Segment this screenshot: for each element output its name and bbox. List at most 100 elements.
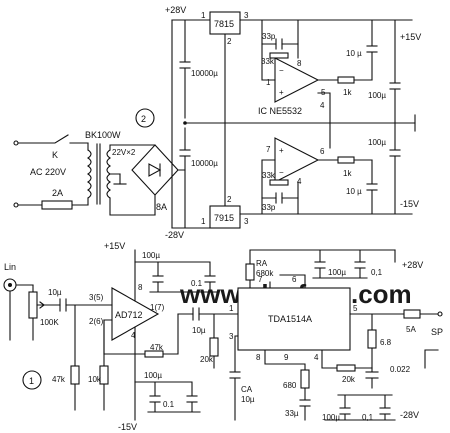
preamp-feedback-res	[144, 350, 164, 358]
rail-neg28-label: -28V	[165, 230, 184, 240]
upper-cap-a-value: 10 µ	[346, 49, 362, 58]
output-fuse	[403, 309, 421, 319]
transformer-label: BK100W	[85, 130, 121, 140]
speaker-label: SP	[431, 327, 443, 337]
power-ic-label: TDA1514A	[268, 314, 312, 324]
preamp-input-leads	[74, 304, 113, 321]
lower-cap-leads	[371, 122, 396, 215]
preamp-neg-cap-b-value: 0.1	[163, 400, 175, 409]
opamp-lower-cap-value: 33p	[262, 203, 276, 212]
opamp-lower-plus: +	[279, 146, 284, 155]
filter-cap-neg-value: 10000µ	[191, 159, 218, 168]
regulator-7915-label: 7915	[214, 213, 234, 223]
opamp-upper-input	[261, 19, 276, 81]
opamp-upper-load-res	[337, 76, 355, 84]
lower-cap-a-value: 100µ	[368, 138, 386, 147]
opamp-lower-pin6: 6	[320, 147, 325, 156]
opamp-lower-input	[261, 159, 276, 215]
preamp-pin8: 8	[138, 283, 143, 292]
opamp-upper-pin1: 1	[266, 78, 271, 87]
opamp-upper-output	[317, 79, 339, 124]
ra-leads	[249, 249, 361, 289]
bridge-rectifier: 8A	[131, 144, 179, 212]
power-ic-pin5: 5	[353, 304, 358, 313]
opamp-lower-output	[317, 122, 339, 161]
transformer-secondary-label: 22V×2	[112, 148, 136, 157]
preamp-feedback-value: 47k	[150, 343, 164, 352]
regulator-7915-pin3: 3	[244, 217, 249, 226]
c33-value: 33µ	[285, 409, 299, 418]
rail-left-ties	[171, 19, 211, 229]
power-ic-pin6: 6	[292, 275, 297, 284]
speaker-return	[424, 349, 439, 369]
preamp-pin-inv: 2(6)	[89, 317, 104, 326]
zobel-res-value: 6.8	[380, 338, 392, 347]
input-res-10k-value: 10k	[88, 375, 102, 384]
power-ic	[237, 287, 351, 351]
amp-pos-cap-a-value: 100µ	[328, 268, 346, 277]
input-jack-leads	[9, 284, 34, 341]
lower-cap-b-value: 10 µ	[346, 187, 362, 196]
opamp-lower-minus: −	[279, 168, 284, 177]
regulator-7915-pin1: 1	[201, 217, 206, 226]
ra-label: RA	[256, 259, 268, 268]
ra-value: 680k	[256, 269, 274, 278]
preamp-supply-neg: -15V	[118, 422, 137, 432]
mains-terminal-top	[13, 140, 19, 146]
r20k-leads	[321, 349, 373, 369]
transformer-primary-coil	[87, 149, 92, 199]
output-fuse-value: 5A	[406, 325, 416, 334]
coupling-res	[209, 337, 219, 357]
amp-neg-cap-b-value: 0,1	[362, 413, 374, 422]
preamp-label: AD712	[115, 310, 143, 320]
preamp-supply-pos: +15V	[104, 241, 125, 251]
preamp-pin4: 4	[131, 331, 136, 340]
ca-leads	[234, 335, 239, 421]
input-res-10k	[99, 365, 109, 385]
input-label: Lin	[4, 262, 16, 272]
amp-neg-caps-leads	[324, 394, 396, 421]
mains-switch	[17, 134, 89, 144]
input-res-47k-value: 47k	[52, 375, 66, 384]
preamp-pin-out: 1(7)	[150, 303, 165, 312]
opamp-label: IC NE5532	[258, 106, 302, 116]
filter-cap-pos-value: 10000µ	[191, 69, 218, 78]
opamp-upper-pin8: 8	[297, 59, 302, 68]
preamp-neg-caps-leads	[134, 381, 201, 413]
preamp-feedback-leads	[103, 313, 179, 355]
regulator-7915-leads	[224, 122, 396, 215]
r680-res	[300, 369, 310, 389]
secondary-leads	[109, 144, 156, 216]
opamp-lower-res-value: 33k	[262, 171, 276, 180]
amplifier-section: 1 Lin 100K 10µ 47k 10k AD712 3(5) 2(6) 1…	[3, 241, 443, 432]
mains-fuse	[41, 200, 73, 210]
power-ic-pin3: 3	[229, 332, 234, 341]
zobel-cap-value: 0.022	[390, 365, 411, 374]
bridge-leads	[154, 169, 186, 216]
opamp-lower-pin7: 7	[266, 145, 271, 154]
coupling-cap-value: 10µ	[192, 326, 206, 335]
mains-voltage-label: AC 220V	[30, 167, 66, 177]
rail-pos15-label: +15V	[400, 32, 421, 42]
power-ic-pin1: 1	[229, 304, 234, 313]
rail-pos28-label: +28V	[165, 5, 186, 15]
input-pot	[28, 291, 38, 319]
input-jack-center	[8, 283, 12, 287]
input-res-leads	[74, 304, 105, 411]
power-ic-pin4: 4	[314, 353, 319, 362]
opamp-upper-cap-value: 33p	[262, 32, 276, 41]
coupling-res-value: 20k	[200, 355, 214, 364]
opamp-upper-res	[269, 52, 289, 59]
power-ic-pin7: 7	[258, 275, 263, 284]
bridge-diode-symbol	[148, 163, 162, 177]
preamp-pos-caps-leads	[134, 261, 219, 293]
ra-res	[245, 263, 255, 281]
opamp-upper-load-value: 1k	[343, 88, 352, 97]
opamp-lower-load-res	[337, 156, 355, 164]
ca-label: CA	[241, 385, 253, 394]
opamp-upper-plus: +	[279, 88, 284, 97]
preamp-neg-cap-a-value: 100µ	[144, 371, 162, 380]
opamp-upper-res-value: 33k	[261, 57, 275, 66]
ground-node	[183, 121, 187, 125]
